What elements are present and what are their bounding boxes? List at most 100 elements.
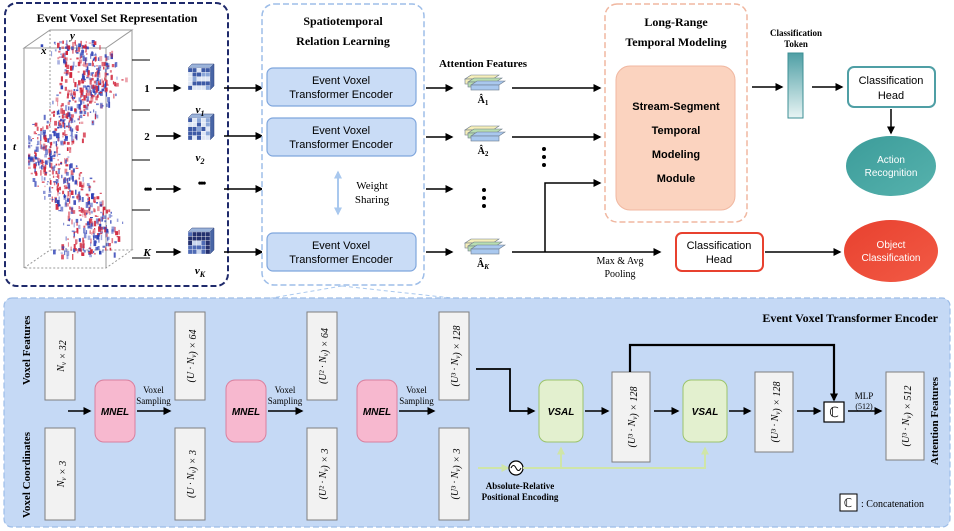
action-recognition: Action Recognition [846, 136, 936, 196]
svg-text:Module: Module [657, 173, 696, 185]
mlp-label: MLP [855, 391, 874, 401]
spatiotemporal-panel: Spatiotemporal Relation Learning Event V… [261, 3, 425, 286]
axis-t-label: t [13, 141, 17, 153]
attention-label-1: Â1 [478, 94, 489, 107]
svg-text:Absolute-Relative: Absolute-Relative [486, 481, 555, 491]
svg-text:ℂ: ℂ [829, 406, 839, 421]
vsal-block-2: VSAL [682, 379, 728, 443]
voxel-glyph-v2 [187, 113, 215, 141]
svg-text:(U³ · Nv) × 512: (U³ · Nv) × 512 [901, 386, 914, 447]
encoder-box-2: Event Voxel Transformer Encoder [266, 117, 417, 157]
svg-text:Sampling: Sampling [268, 396, 303, 406]
svg-text:: Concatenation: : Concatenation [861, 499, 924, 510]
svg-text:Transformer Encoder: Transformer Encoder [289, 89, 393, 101]
svg-text:Voxel: Voxel [406, 385, 427, 395]
row-index-dots: ••• [144, 182, 152, 196]
attention-features-side-label: Attention Features [929, 376, 941, 465]
vsal-block-1: VSAL [538, 379, 584, 443]
svg-text:(U² · Nv) × 64: (U² · Nv) × 64 [318, 328, 331, 384]
vsal2-output-box: (U³ · Nv) × 128 [754, 371, 794, 453]
mlp-dim: (512) [855, 402, 873, 411]
classification-token [787, 52, 804, 119]
vsal1-output-box: (U³ · Nv) × 128 [611, 371, 651, 463]
classification-head-bottom: Classification Head [675, 232, 764, 272]
classification-head-top: Classification Head [847, 66, 936, 108]
voxel-label-v1: v1 [196, 104, 205, 118]
encoder-box-1: Event Voxel Transformer Encoder [266, 67, 417, 107]
row-index-1: 1 [144, 83, 150, 95]
svg-text:Head: Head [878, 90, 904, 102]
encoder-detail-title: Event Voxel Transformer Encoder [762, 311, 938, 325]
attention-stack-k [464, 238, 506, 255]
svg-text:ℂ: ℂ [844, 496, 852, 510]
coordinate-dim-box-4: (U³ · Nv) × 3 [438, 427, 470, 521]
concat-symbol: ℂ [823, 401, 845, 423]
svg-text:Object: Object [877, 240, 906, 251]
svg-text:Event Voxel: Event Voxel [312, 240, 370, 252]
positional-encoding: Absolute-Relative Positional Encoding [478, 446, 709, 502]
stream-segment-module [615, 65, 736, 211]
svg-text:Recognition: Recognition [865, 168, 918, 179]
svg-text:(U · Nv) × 3: (U · Nv) × 3 [186, 450, 199, 498]
svg-text:VSAL: VSAL [548, 407, 575, 418]
voxel-panel-title: Event Voxel Set Representation [37, 11, 198, 25]
concat-legend: ℂ : Concatenation [839, 493, 924, 512]
encoder-to-attention-arrows [426, 84, 454, 256]
svg-text:MNEL: MNEL [232, 407, 260, 418]
mnel-block-3: MNEL [356, 379, 398, 443]
svg-text:Event Voxel: Event Voxel [312, 125, 370, 137]
voxel-set-panel: Event Voxel Set Representation x y t [4, 2, 229, 287]
svg-text:Sampling: Sampling [136, 396, 171, 406]
svg-text:(U³ · Nv) × 128: (U³ · Nv) × 128 [450, 326, 463, 387]
object-classification: Object Classification [844, 220, 938, 282]
svg-text:(U³ · Nv) × 3: (U³ · Nv) × 3 [450, 449, 463, 500]
encoder-box-k: Event Voxel Transformer Encoder [266, 232, 417, 272]
attention-label-k: ÂK [477, 258, 490, 271]
attention-stack-2 [464, 125, 506, 142]
voxel-glyph-vk [187, 227, 215, 255]
svg-text:MNEL: MNEL [363, 407, 391, 418]
token-label-2: Token [784, 39, 808, 49]
feature-dim-box-1: Nv × 32 [44, 311, 76, 401]
svg-text:Head: Head [706, 254, 732, 266]
svg-text:Sharing: Sharing [355, 194, 390, 206]
svg-text:Weight: Weight [356, 180, 388, 192]
svg-text:Classification: Classification [859, 75, 924, 87]
svg-text:Voxel: Voxel [143, 385, 164, 395]
row-indices: 1 2 ••• K [132, 59, 154, 259]
svg-text:(U³ · Nv) × 128: (U³ · Nv) × 128 [770, 382, 783, 443]
svg-text:Positional Encoding: Positional Encoding [482, 492, 559, 502]
attention-dots-vertical [482, 147, 546, 208]
svg-text:Nv × 32: Nv × 32 [56, 340, 69, 373]
weight-sharing: Weight Sharing [334, 170, 390, 216]
row-index-k: K [142, 247, 151, 259]
token-label-1: Classification [770, 28, 822, 38]
long-range-panel: Long-Range Temporal Modeling Stream-Segm… [604, 3, 748, 223]
feature-dim-box-3: (U² · Nv) × 64 [306, 311, 338, 401]
spatio-title-2: Relation Learning [296, 34, 390, 48]
pooling-label-1: Max & Avg [596, 256, 643, 267]
feature-dim-box-2: (U · Nv) × 64 [174, 311, 206, 401]
svg-text:(U³ · Nv) × 128: (U³ · Nv) × 128 [627, 387, 640, 448]
svg-text:Classification: Classification [862, 253, 921, 264]
coordinate-dim-box-3: (U² · Nv) × 3 [306, 427, 338, 521]
svg-text:MNEL: MNEL [101, 407, 129, 418]
svg-text:Modeling: Modeling [652, 149, 700, 161]
feature-dim-box-4: (U³ · Nv) × 128 [438, 311, 470, 401]
voxel-dots: ••• [198, 176, 206, 190]
voxel-coordinates-side-label: Voxel Coordinates [21, 431, 33, 518]
pooling-label-2: Pooling [604, 269, 635, 280]
axis-x-label: x [40, 45, 47, 57]
svg-text:Transformer Encoder: Transformer Encoder [289, 254, 393, 266]
svg-text:Voxel: Voxel [275, 385, 296, 395]
encoder-detail-panel: Event Voxel Transformer Encoder Voxel Fe… [3, 297, 951, 528]
svg-text:Temporal: Temporal [652, 125, 701, 137]
svg-text:(U · Nv) × 64: (U · Nv) × 64 [186, 330, 199, 383]
coordinate-dim-box-1: Nv × 3 [44, 427, 76, 521]
voxel-features-side-label: Voxel Features [21, 315, 33, 385]
mnel-block-2: MNEL [225, 379, 267, 443]
voxel-label-v2: v2 [196, 152, 205, 166]
